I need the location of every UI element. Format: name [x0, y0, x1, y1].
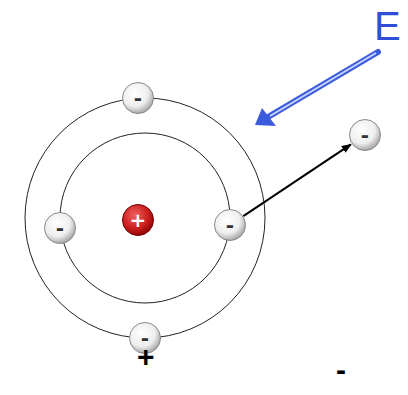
motion-arrow: [243, 144, 351, 216]
outer-orbit: [25, 98, 265, 338]
electron: -: [44, 212, 76, 244]
photon-arrow-head: [255, 108, 276, 126]
electron-circle: [45, 213, 76, 244]
electron: -: [122, 82, 154, 114]
charge-sign: -: [336, 355, 346, 385]
electron-circle: [215, 210, 246, 241]
photon-arrow-shaft: [268, 52, 378, 117]
nucleus: +: [122, 204, 154, 236]
electron: -: [214, 209, 246, 241]
electron-circle: [350, 120, 381, 151]
charge-sign: +: [122, 204, 154, 236]
nucleus-circle: [123, 205, 154, 236]
photon-arrow: [255, 52, 378, 126]
electron: -: [349, 119, 381, 151]
inner-orbit: [60, 133, 230, 303]
charge-sign: +: [137, 342, 155, 372]
charge-sign: -: [44, 212, 76, 244]
charge-sign: -: [349, 119, 381, 151]
charge-sign: -: [122, 82, 154, 114]
photon-arrow-core: [270, 53, 376, 116]
charge-sign: -: [214, 209, 246, 241]
electron-circle: [123, 83, 154, 114]
energy-label: E: [374, 6, 401, 46]
